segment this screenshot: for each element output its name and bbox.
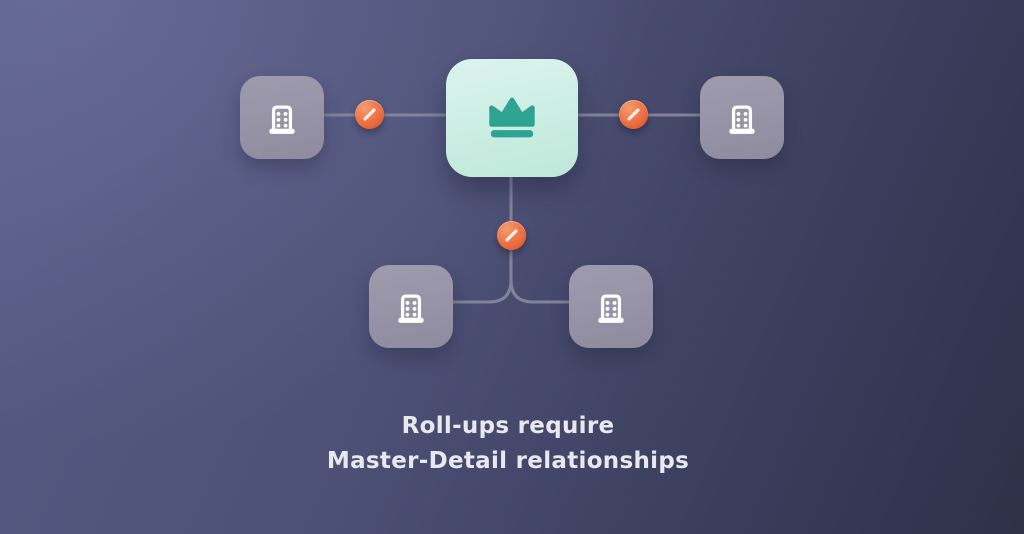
detail-node-top-left — [240, 76, 324, 159]
pencil-icon — [627, 108, 640, 121]
connector-branch-left — [450, 278, 513, 304]
connector-dot-right — [619, 100, 648, 129]
building-icon — [729, 104, 755, 134]
detail-node-top-right — [700, 76, 784, 159]
caption: Roll-ups require Master-Detail relations… — [0, 409, 1016, 479]
connector-branch-right — [509, 278, 572, 304]
master-node — [446, 59, 578, 177]
connector-dot-middle — [497, 221, 526, 250]
crown-icon — [489, 97, 535, 138]
building-icon — [398, 293, 424, 323]
detail-node-bottom-right — [569, 265, 653, 348]
connector-dot-left — [355, 100, 384, 129]
caption-line-2: Master-Detail relationships — [326, 448, 690, 474]
building-icon — [269, 104, 295, 134]
pencil-icon — [363, 108, 376, 121]
pencil-icon — [505, 229, 518, 242]
caption-line-1: Roll-ups require — [401, 413, 615, 439]
detail-node-bottom-left — [369, 265, 453, 348]
building-icon — [598, 293, 624, 323]
